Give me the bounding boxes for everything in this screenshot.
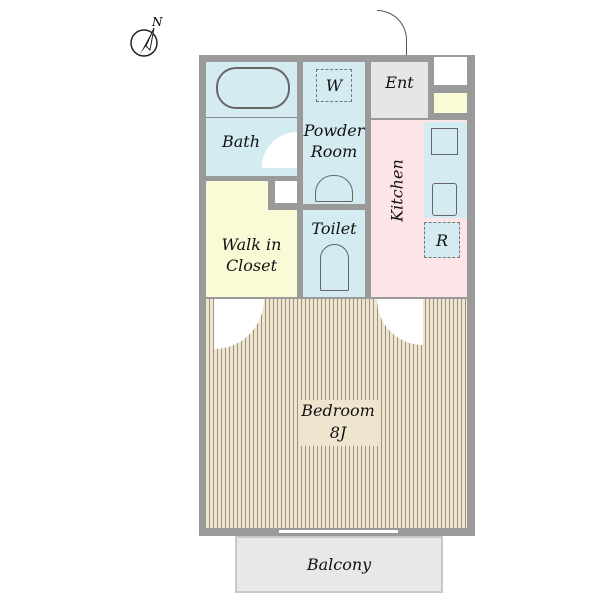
- closet-label-2: Closet: [225, 256, 278, 275]
- entrance-label: Ent: [385, 73, 414, 92]
- stove-icon: [431, 128, 458, 155]
- compass-icon: N: [130, 15, 163, 57]
- refrigerator-space: R: [424, 222, 460, 258]
- powder-label-2: Room: [310, 142, 358, 161]
- powder-label-1: Powder: [303, 121, 365, 140]
- bathtub-icon: [216, 67, 290, 109]
- storage: [434, 57, 467, 85]
- kitchen-sink-icon: [432, 183, 457, 216]
- balcony-label: Balcony: [306, 555, 372, 574]
- washer-space: W: [316, 69, 352, 102]
- bedroom-size: 8J: [329, 423, 347, 442]
- shoe-box: [434, 93, 467, 113]
- divider: [206, 117, 297, 118]
- entrance: [371, 62, 428, 118]
- bath-label: Bath: [221, 132, 261, 151]
- closet-label-1: Walk in: [221, 235, 282, 254]
- compass-north-label: N: [151, 15, 163, 29]
- kitchen-label: Kitchen: [387, 159, 407, 222]
- bedroom-label: Bedroom: [301, 401, 375, 420]
- toilet-icon: [320, 244, 349, 291]
- powder-room: [303, 62, 365, 204]
- balcony-window[interactable]: [278, 529, 399, 534]
- pipe-space: [275, 181, 297, 203]
- sink-icon: [315, 175, 353, 202]
- bedroom-label-box: Bedroom 8J: [298, 400, 378, 446]
- entry-door[interactable]: [377, 10, 407, 55]
- toilet-label: Toilet: [311, 219, 357, 238]
- balcony: [235, 536, 443, 593]
